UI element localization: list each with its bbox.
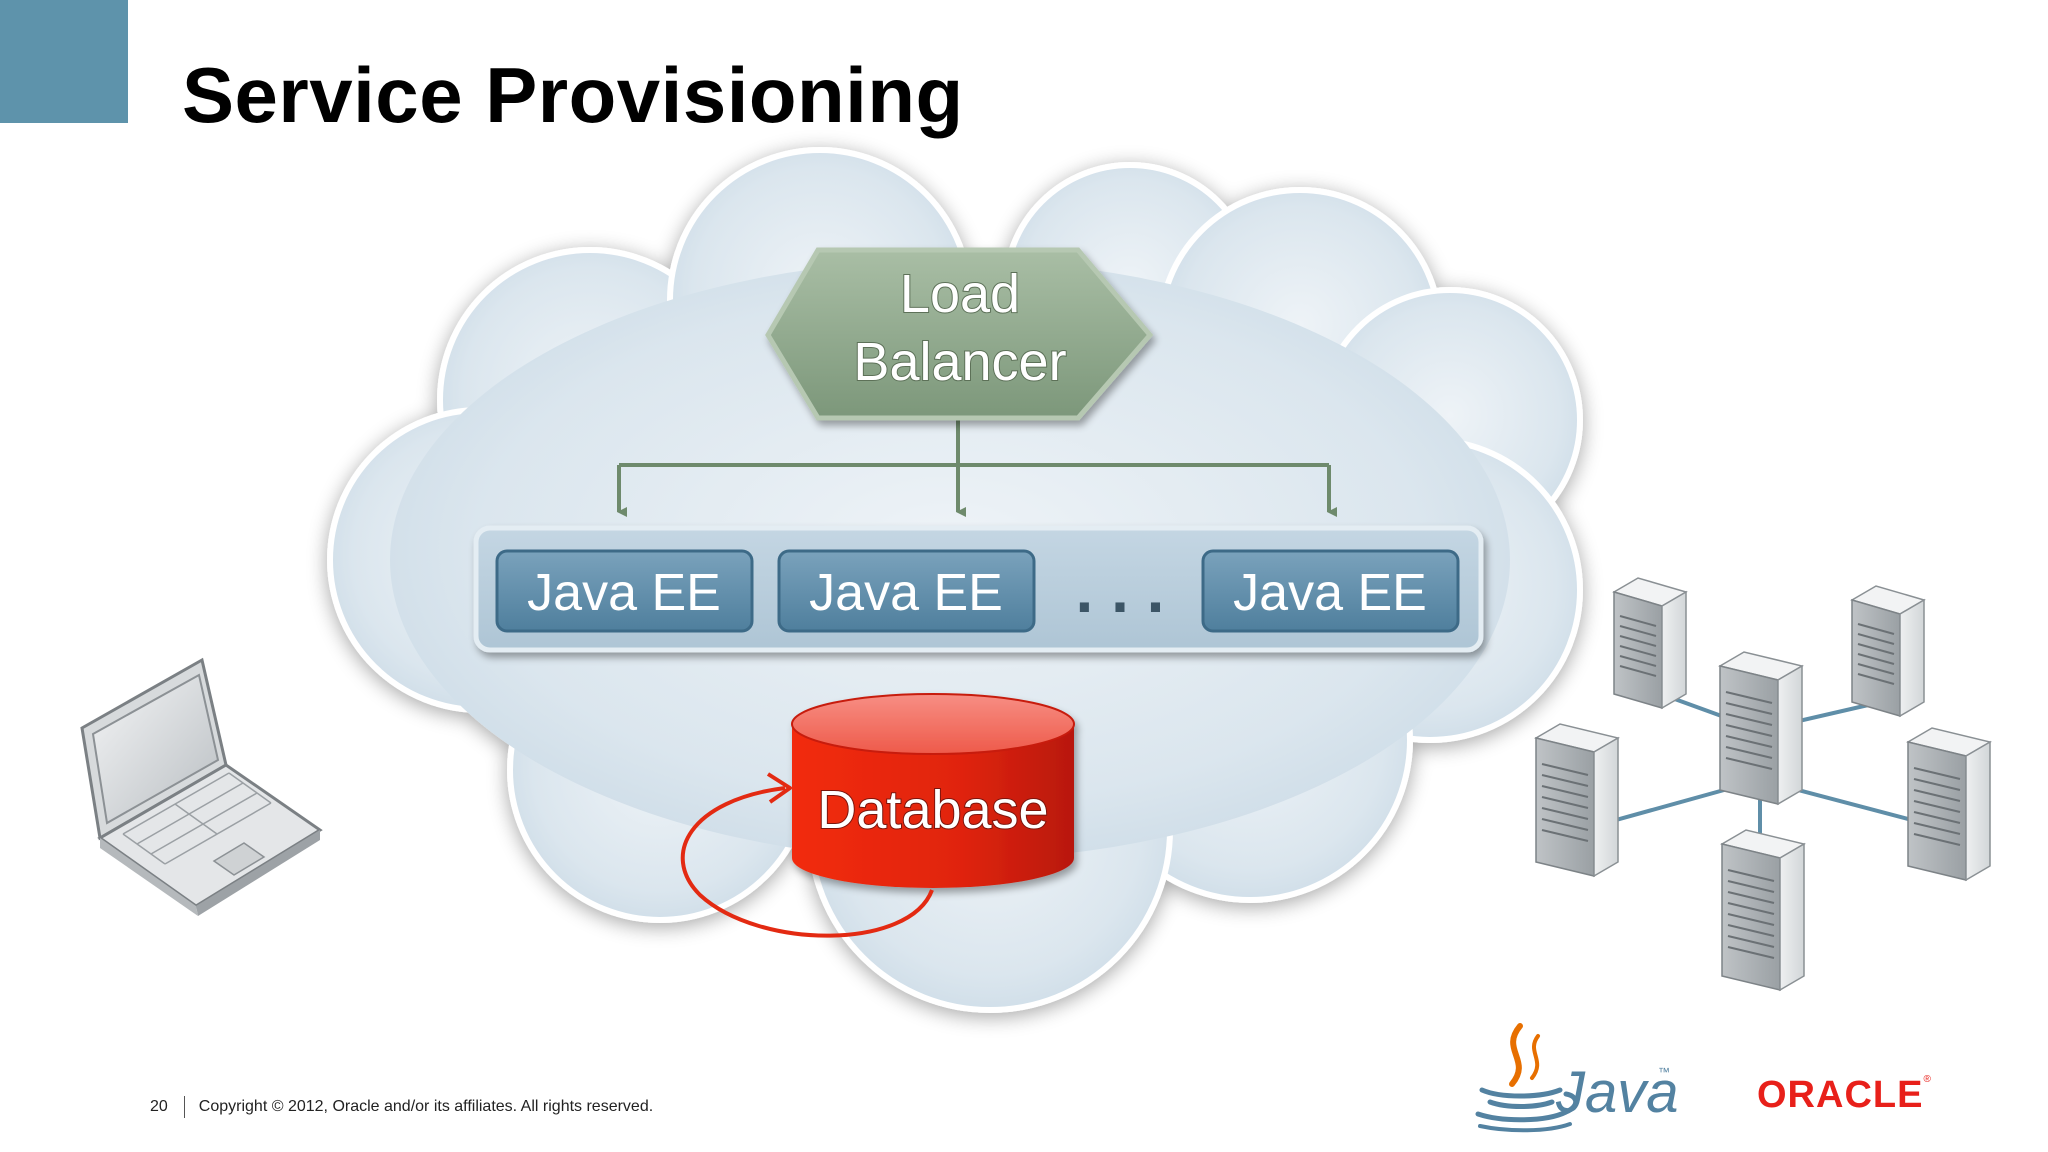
java-ee-node: Java EE bbox=[777, 549, 1036, 633]
corner-accent-block bbox=[0, 0, 128, 123]
ellipsis-label: . . . bbox=[1076, 554, 1165, 626]
server-icon bbox=[1718, 651, 1804, 806]
java-ee-node: Java EE bbox=[1201, 549, 1460, 633]
load-balancer-label-line2: Balancer bbox=[853, 332, 1066, 392]
server-cluster-icon bbox=[1534, 577, 1992, 992]
java-wordmark: Java bbox=[1555, 1060, 1679, 1125]
database-node: Database bbox=[791, 693, 1075, 888]
oracle-wordmark: ORACLE bbox=[1757, 1074, 1924, 1116]
oracle-logo: ORACLE® bbox=[1757, 1074, 1932, 1117]
java-trademark: ™ bbox=[1658, 1065, 1670, 1079]
server-icon bbox=[1612, 577, 1688, 710]
java-ee-label: Java EE bbox=[527, 564, 721, 622]
copyright-notice: Copyright © 2012, Oracle and/or its affi… bbox=[198, 1098, 654, 1115]
slide-footer: 20 Copyright © 2012, Oracle and/or its a… bbox=[150, 1096, 653, 1118]
java-ee-label: Java EE bbox=[809, 564, 1003, 622]
footer-divider bbox=[183, 1096, 185, 1118]
slide-title: Service Provisioning bbox=[182, 51, 964, 139]
page-number: 20 bbox=[150, 1098, 168, 1115]
laptop-icon bbox=[80, 657, 323, 916]
java-logo: Java ™ bbox=[1475, 1023, 1679, 1133]
server-icon bbox=[1850, 585, 1926, 718]
java-ee-node: Java EE bbox=[495, 549, 754, 633]
server-icon bbox=[1906, 727, 1992, 882]
server-icon bbox=[1720, 829, 1806, 992]
server-icon bbox=[1534, 723, 1620, 878]
java-ee-label: Java EE bbox=[1233, 564, 1427, 622]
load-balancer-connectors bbox=[617, 418, 1337, 517]
load-balancer-node: Load Balancer bbox=[765, 247, 1154, 421]
load-balancer-label-line1: Load bbox=[900, 264, 1020, 324]
database-label: Database bbox=[817, 780, 1048, 840]
java-cup-icon bbox=[1475, 1023, 1579, 1133]
oracle-registered-mark: ® bbox=[1923, 1074, 1932, 1085]
database-replication-arrow bbox=[680, 772, 934, 938]
